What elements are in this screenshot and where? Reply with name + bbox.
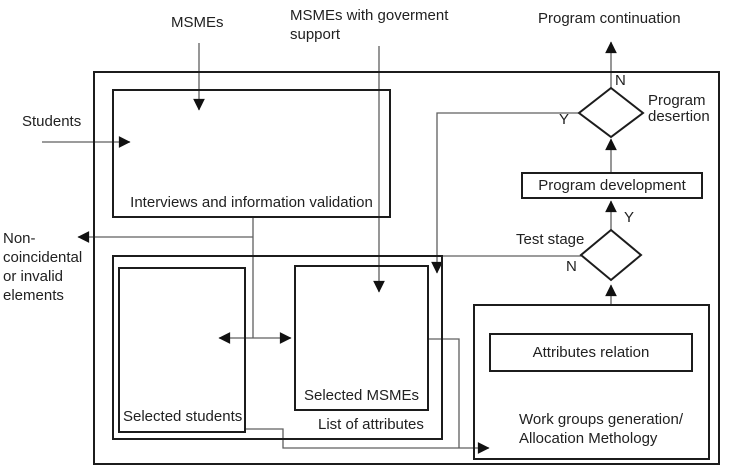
program-continuation-label: Program continuation: [538, 10, 681, 27]
msmes-to-workgroups-connector: [429, 338, 460, 448]
list-of-attributes-label: List of attributes: [318, 416, 424, 433]
selected-msmes-box: Selected MSMEs: [294, 265, 429, 411]
test-yes-label: Y: [624, 209, 635, 226]
work-groups-label: Work groups generation/ Allocation Metho…: [519, 411, 683, 447]
attributes-relation-label: Attributes relation: [532, 344, 650, 361]
interviews-validation-label: Interviews and information validation: [130, 194, 373, 211]
interviews-validation-box: Interviews and information validation: [112, 89, 391, 218]
desertion-yes-arrow: [431, 112, 579, 274]
work-groups-box: Work groups generation/ Allocation Metho…: [473, 304, 710, 460]
students-label: Students: [22, 113, 82, 130]
desertion-no-label: N: [615, 72, 626, 89]
desertion-yes-label: Y: [559, 111, 570, 128]
outer-boundary-box: [93, 71, 720, 465]
list-of-attributes-group-box: [112, 255, 443, 440]
msmes-label: MSMEs: [171, 14, 224, 31]
program-development-box: Program development: [521, 172, 703, 199]
test-stage-diamond: [579, 228, 643, 282]
program-desertion-label: Program desertion: [648, 92, 710, 125]
program-development-label: Program development: [538, 177, 686, 194]
attributes-relation-box: Attributes relation: [489, 333, 693, 372]
msmes-gov-label: MSMEs with goverment support: [290, 7, 449, 43]
selected-students-box: Selected students: [118, 267, 246, 433]
test-no-label: N: [566, 258, 577, 275]
selected-students-label: Selected students: [123, 408, 243, 425]
test-stage-label: Test stage: [516, 231, 585, 248]
selected-msmes-label: Selected MSMEs: [303, 387, 420, 404]
program-desertion-diamond: [577, 86, 645, 139]
non-coincidental-label: Non- coincidental or invalid elements: [3, 230, 83, 304]
